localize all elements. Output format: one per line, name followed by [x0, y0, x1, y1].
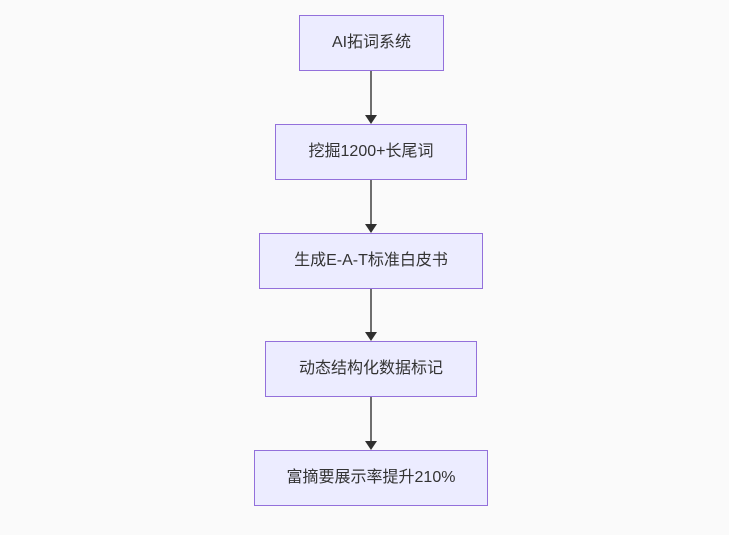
flow-node-label: 生成E-A-T标准白皮书	[294, 252, 448, 269]
flow-node-label: 挖掘1200+长尾词	[308, 143, 434, 160]
flow-node-ai-word-expansion: AI拓词系统	[299, 15, 444, 71]
flow-node-structured-data-markup: 动态结构化数据标记	[265, 341, 477, 397]
arrow-down-icon	[365, 115, 377, 124]
flow-arrow-line-2	[370, 180, 372, 224]
flow-node-longtail-mining: 挖掘1200+长尾词	[275, 124, 467, 180]
arrow-down-icon	[365, 224, 377, 233]
flow-node-eat-whitepaper: 生成E-A-T标准白皮书	[259, 233, 483, 289]
flow-arrow-line-3	[370, 289, 372, 332]
arrow-down-icon	[365, 441, 377, 450]
flow-arrow-line-4	[370, 397, 372, 441]
flow-node-rich-snippet-rate: 富摘要展示率提升210%	[254, 450, 488, 506]
flow-node-label: 富摘要展示率提升210%	[286, 469, 456, 486]
flow-arrow-line-1	[370, 71, 372, 115]
arrow-down-icon	[365, 332, 377, 341]
flow-node-label: 动态结构化数据标记	[298, 360, 443, 377]
flow-node-label: AI拓词系统	[331, 34, 412, 51]
